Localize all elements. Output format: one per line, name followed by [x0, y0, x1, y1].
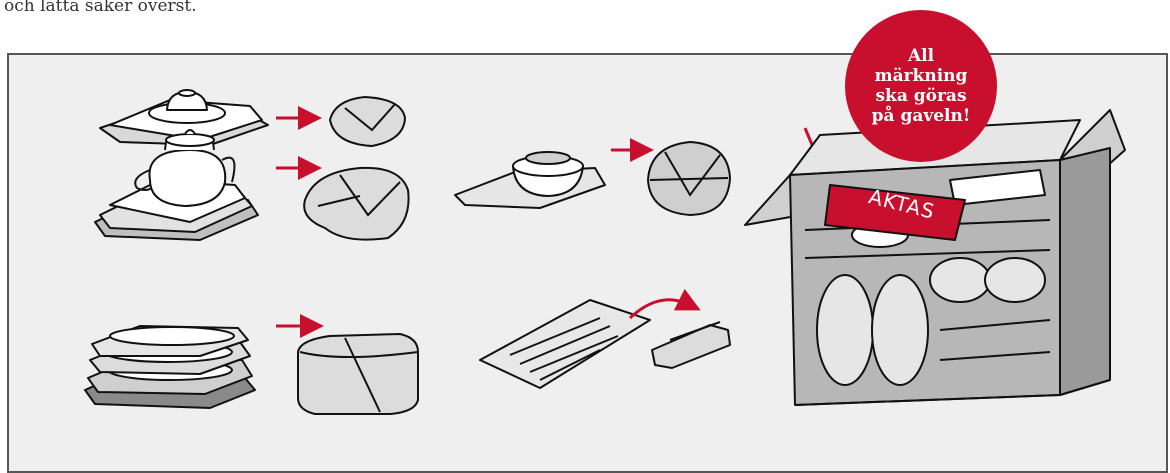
wrapped-bowl	[648, 142, 730, 215]
wrapped-plate-stack	[298, 334, 418, 414]
badge-text: All märkning ska göras på gaveln!	[863, 46, 979, 126]
marking-badge: All märkning ska göras på gaveln!	[845, 10, 997, 162]
cutlery-wrapping	[480, 300, 650, 388]
teapot-wrapping	[95, 130, 258, 240]
plate-stack-wrapping	[85, 326, 255, 408]
wrapped-teapot	[304, 168, 408, 240]
wrapped-cutlery	[652, 322, 730, 368]
bowl-wrapping	[455, 152, 605, 208]
wrapped-saucer	[330, 97, 405, 146]
